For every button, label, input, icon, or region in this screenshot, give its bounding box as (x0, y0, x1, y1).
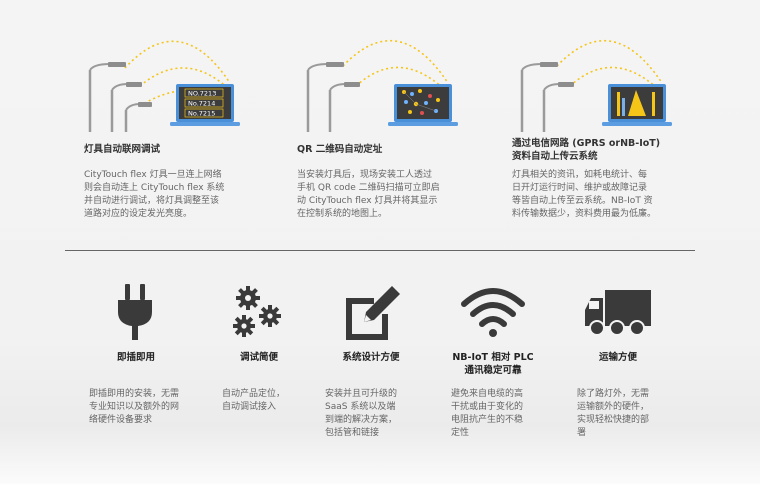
truck-icon (585, 290, 651, 336)
title-line: NB-IoT 相对 PLC (452, 352, 534, 363)
qr-address-illustration (306, 39, 458, 132)
desc-line: 当安装灯具后，现场安装工人透过 (297, 170, 433, 180)
desc-line: 日开灯运行时间、维护或故障记录 (512, 183, 648, 193)
title-line: 通讯稳定可靠 (464, 365, 522, 376)
desc-line: 自动调试接入 (222, 402, 277, 412)
feature-title-cloud-upload: 通过电信网路 (GPRS orNB-IoT) 资料自动上传云系统 (512, 137, 712, 163)
benefit-desc-nbiot-reliable: 避免来自电缆的高 干扰或由于变化的 电阻抗产生的不稳 定性 (451, 388, 551, 440)
screen-label-3: No.7215 (188, 110, 215, 118)
desc-line: 并自动进行调试，将灯具调整至该 (84, 196, 220, 206)
desc-line: 定性 (451, 428, 470, 438)
feature-title-qr-address: QR 二维码自动定址 (297, 144, 383, 155)
desc-line: CityTouch flex 灯具一旦连上网络 (84, 170, 222, 180)
title-line: 通过电信网路 (GPRS orNB-IoT) (512, 138, 661, 149)
benefit-title-transport: 运输方便 (548, 351, 688, 364)
desc-line: SaaS 系统以及端 (325, 402, 396, 412)
section-divider (65, 250, 695, 251)
desc-line: 等皆自动上传至云系统。NB-IoT 资 (512, 196, 653, 206)
benefit-title-easy-commission: 调试简便 (189, 351, 329, 364)
feature-desc-cloud-upload: 灯具相关的资讯，如耗电统计、每 日开灯运行时间、维护或故障记录 等皆自动上传至云… (512, 169, 712, 221)
gears-icon (233, 286, 281, 337)
desc-line: 运输额外的硬件， (577, 402, 650, 412)
title-line: 调试简便 (239, 352, 278, 363)
benefit-title-nbiot-reliable: NB-IoT 相对 PLC 通讯稳定可靠 (423, 351, 563, 377)
desc-line: 在控制系统的地图上。 (297, 209, 388, 219)
feature-desc-auto-commission: CityTouch flex 灯具一旦连上网络 则会自动连上 CityTouch… (84, 169, 284, 221)
title-line: 即插即用 (116, 352, 155, 363)
desc-line: 实现轻松快捷的部 (577, 415, 650, 425)
desc-line: 动 CityTouch flex 灯具并将其显示 (297, 196, 438, 206)
desc-line: 道路对应的设定发光亮度。 (84, 209, 193, 219)
desc-line: 灯具相关的资讯，如耗电统计、每 (512, 170, 648, 180)
desc-line: 干扰或由于变化的 (451, 402, 524, 412)
desc-line: 除了路灯外，无需 (577, 389, 650, 399)
plug-icon (118, 284, 152, 340)
desc-line: 料传输数据少，资料费用最为低廉。 (512, 209, 657, 219)
desc-line: 安装并且可升级的 (325, 389, 398, 399)
cloud-upload-illustration (520, 39, 672, 132)
benefit-title-system-design: 系统设计方便 (301, 351, 441, 364)
feature-title-auto-commission: 灯具自动联网调试 (84, 144, 161, 155)
desc-line: 专业知识以及额外的网 (89, 402, 180, 412)
wifi-icon (461, 288, 525, 337)
desc-line: 络硬件设备要求 (89, 415, 153, 425)
desc-line: 包括管和链接 (325, 428, 380, 438)
edit-icon (346, 286, 400, 340)
benefit-desc-easy-commission: 自动产品定位， 自动调试接入 (222, 388, 322, 414)
desc-line: 电阻抗产生的不稳 (451, 415, 524, 425)
desc-line: 署 (577, 428, 587, 438)
desc-line: 避免来自电缆的高 (451, 389, 524, 399)
benefit-desc-system-design: 安装并且可升级的 SaaS 系统以及端 到端的解决方案， 包括管和链接 (325, 388, 435, 440)
desc-line: 自动产品定位， (222, 389, 286, 399)
title-line: 系统设计方便 (342, 352, 400, 363)
auto-commission-illustration: NO.7213 No.7214 No.7215 (88, 40, 240, 132)
desc-line: 则会自动连上 CityTouch flex 系统 (84, 183, 225, 193)
screen-label-2: No.7214 (188, 100, 215, 108)
benefit-desc-transport: 除了路灯外，无需 运输额外的硬件， 实现轻松快捷的部 署 (577, 388, 677, 440)
title-line: 运输方便 (598, 352, 637, 363)
benefit-desc-plug-and-play: 即插即用的安装，无需 专业知识以及额外的网 络硬件设备要求 (89, 388, 209, 427)
benefit-title-plug-and-play: 即插即用 (66, 351, 206, 364)
desc-line: 手机 QR code 二维码扫描可立即启 (297, 183, 440, 193)
desc-line: 即插即用的安装，无需 (89, 389, 180, 399)
title-line: 资料自动上传云系统 (512, 151, 598, 162)
desc-line: 到端的解决方案， (325, 415, 398, 425)
feature-desc-qr-address: 当安装灯具后，现场安装工人透过 手机 QR code 二维码扫描可立即启 动 C… (297, 169, 497, 221)
screen-label-1: NO.7213 (188, 90, 216, 98)
